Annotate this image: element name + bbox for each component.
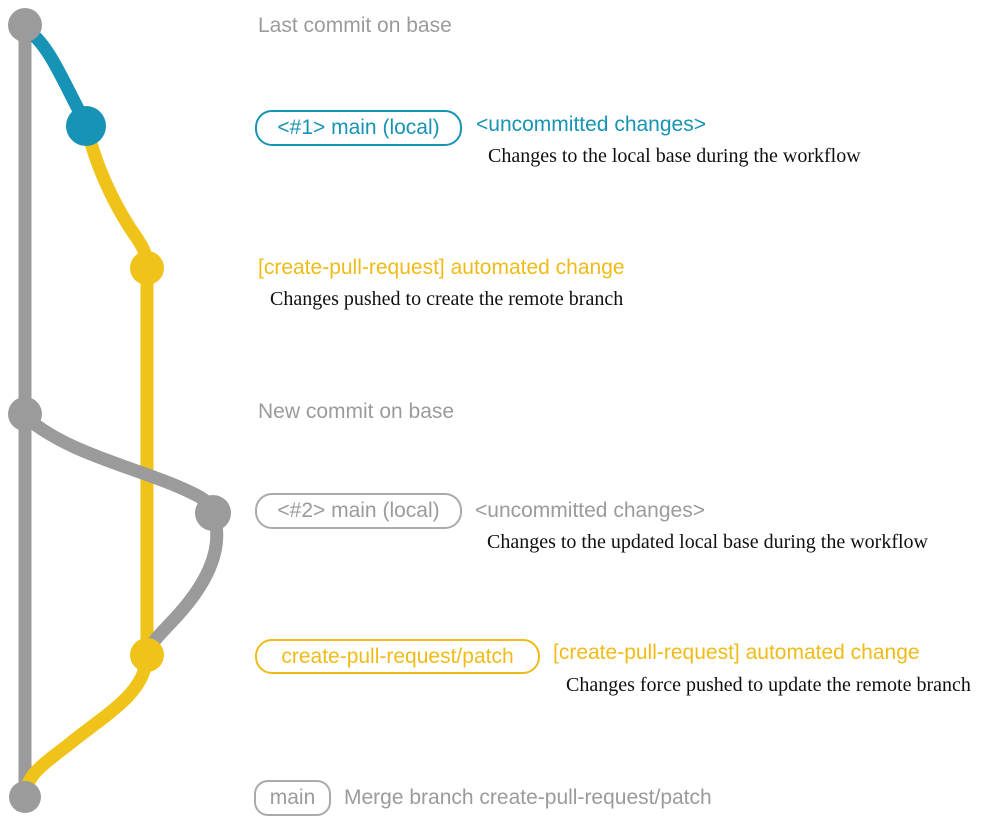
label-merge-branch: Merge branch create-pull-request/patch [344, 786, 712, 809]
branch-badge-main-local-2-label: <#2> main (local) [277, 499, 440, 522]
desc-updated-local-base-changes: Changes to the updated local base during… [487, 531, 928, 553]
force-push-curve [140, 514, 224, 658]
branch-badge-main-local-1-label: <#1> main (local) [277, 116, 440, 139]
branch-badge-create-pull-request-patch: create-pull-request/patch [255, 639, 540, 674]
branch-badge-main: main [254, 780, 331, 816]
merge-branch-curve [18, 660, 153, 797]
commit-dot-automated-1 [130, 251, 164, 285]
label-new-commit-on-base: New commit on base [258, 400, 455, 423]
branch-badge-main-local-2: <#2> main (local) [255, 493, 462, 529]
desc-pushed-create-remote: Changes pushed to create the remote bran… [270, 288, 624, 310]
commit-dot-automated-2 [130, 638, 164, 672]
commit-dot-new-base [8, 397, 42, 431]
label-automated-change-2: [create-pull-request] automated change [553, 641, 920, 664]
desc-local-base-changes: Changes to the local base during the wor… [488, 145, 861, 167]
label-uncommitted-changes-1: <uncommitted changes> [476, 113, 706, 136]
branch-badge-create-pull-request-patch-label: create-pull-request/patch [281, 644, 514, 668]
label-automated-change-1: [create-pull-request] automated change [258, 256, 625, 279]
commit-dot-local-2 [195, 495, 231, 531]
label-uncommitted-changes-2: <uncommitted changes> [475, 499, 705, 522]
remote-branch-curve-top [81, 130, 154, 269]
commit-dot-local-1 [66, 106, 106, 146]
branch-badge-main-label: main [269, 786, 316, 809]
commit-dot-last-base [8, 8, 42, 42]
label-last-commit-on-base: Last commit on base [258, 14, 452, 37]
desc-force-pushed-update-remote: Changes force pushed to update the remot… [566, 674, 971, 696]
updated-local-branch-curve [22, 413, 221, 516]
branch-badge-main-local-1: <#1> main (local) [255, 110, 462, 146]
commit-dot-merge [9, 781, 41, 813]
